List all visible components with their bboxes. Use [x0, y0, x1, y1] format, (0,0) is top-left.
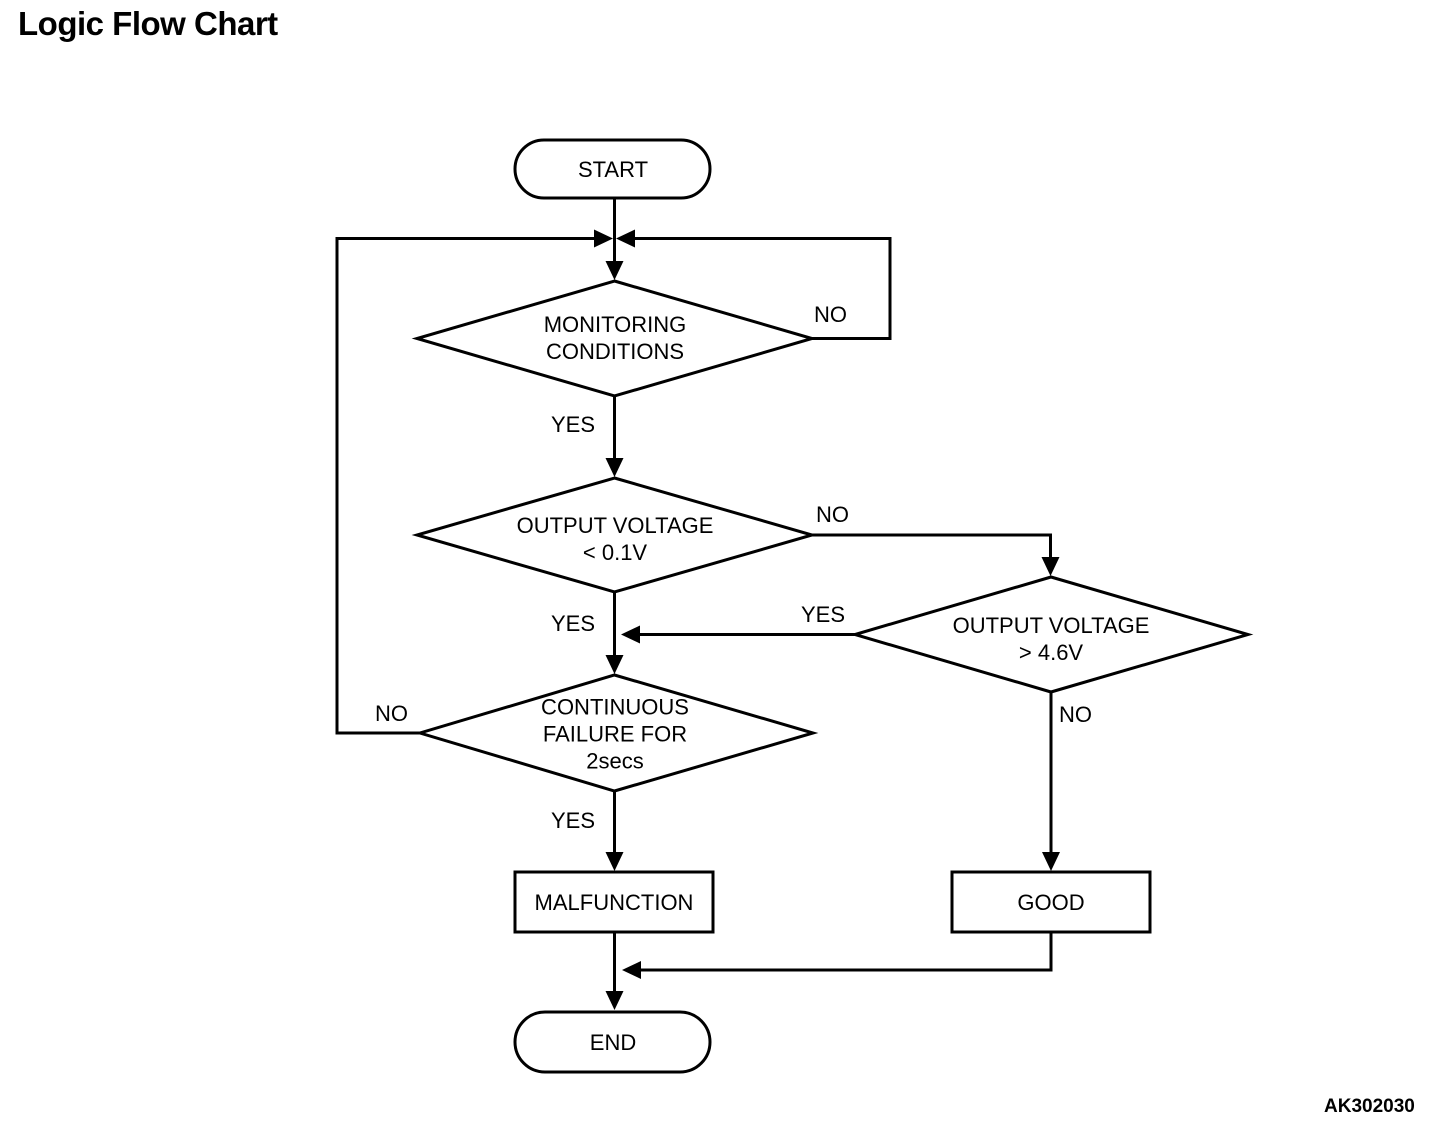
arrowhead-right-icon	[594, 229, 613, 248]
continuous-failure-line-3: 2secs	[586, 748, 644, 774]
edge-continuous-failure-yes	[605, 791, 624, 871]
output-voltage-low-line-1: OUTPUT VOLTAGE	[516, 513, 714, 538]
edge-label-continuous-failure-no: NO	[375, 701, 408, 726]
edge-voltage-low-yes	[605, 592, 624, 674]
arrowhead-down-icon	[605, 458, 624, 477]
edge-good-to-end-merge	[622, 932, 1053, 979]
continuous-failure-diamond-shape	[414, 673, 819, 793]
edge-label-voltage-high-no: NO	[1059, 702, 1092, 727]
edge-label-monitoring-yes: YES	[551, 412, 596, 437]
end-node-label: END	[589, 1030, 637, 1055]
edge-monitoring-yes	[605, 396, 624, 477]
output-voltage-low-line-2: < 0.1V	[582, 540, 648, 565]
start-terminator-shape	[513, 138, 712, 200]
output-voltage-high-node-label: OUTPUT VOLTAGE > 4.6V	[953, 612, 1150, 666]
arrowhead-down-icon	[1041, 557, 1060, 576]
arrowhead-down-icon	[605, 655, 624, 674]
arrowhead-down-icon	[605, 852, 624, 871]
edge-voltage-high-no	[1042, 692, 1060, 871]
malfunction-node-label: MALFUNCTION	[534, 890, 694, 915]
start-node-label: START	[577, 157, 649, 182]
output-voltage-low-diamond-shape	[411, 476, 818, 594]
edge-label-continuous-failure-yes: YES	[551, 808, 596, 833]
output-voltage-high-line-2: > 4.6V	[1018, 640, 1084, 665]
arrowhead-down-icon	[1042, 852, 1060, 871]
edge-voltage-low-no	[812, 533, 1060, 576]
arrowhead-left-icon	[622, 961, 641, 979]
malfunction-process-shape	[513, 870, 715, 934]
continuous-failure-line-1: CONTINUOUS	[541, 694, 689, 720]
continuous-failure-node-label: CONTINUOUS FAILURE FOR 2secs	[541, 694, 689, 775]
edge-start-to-monitoring	[605, 198, 624, 280]
monitoring-conditions-line-1: MONITORING	[543, 312, 687, 337]
figure-code: AK302030	[1324, 1096, 1415, 1117]
arrowhead-down-icon	[605, 261, 624, 280]
end-terminator-shape	[513, 1010, 712, 1074]
output-voltage-high-diamond-shape	[849, 575, 1254, 694]
arrowhead-down-icon	[605, 991, 624, 1010]
good-node-label: GOOD	[1017, 890, 1085, 915]
edge-voltage-high-yes	[621, 625, 855, 644]
arrowhead-left-icon	[621, 625, 640, 644]
edge-label-voltage-high-yes: YES	[801, 602, 846, 627]
edge-label-voltage-low-no: NO	[816, 502, 849, 527]
edge-continuous-failure-no-loop	[335, 229, 613, 735]
arrowhead-left-icon	[616, 229, 635, 248]
edge-monitoring-no-loop	[616, 229, 892, 340]
edge-label-monitoring-no: NO	[814, 302, 847, 327]
edge-malfunction-to-end	[605, 932, 624, 1010]
page-title: Logic Flow Chart	[18, 5, 278, 42]
output-voltage-high-line-1: OUTPUT VOLTAGE	[952, 613, 1150, 638]
monitoring-conditions-diamond-shape	[411, 279, 818, 398]
continuous-failure-line-2: FAILURE FOR	[542, 721, 688, 747]
monitoring-conditions-line-2: CONDITIONS	[545, 339, 685, 364]
good-process-shape	[950, 870, 1152, 934]
output-voltage-low-node-label: OUTPUT VOLTAGE < 0.1V	[517, 512, 714, 566]
monitoring-conditions-node-label: MONITORING CONDITIONS	[544, 311, 687, 365]
edge-label-voltage-low-yes: YES	[551, 611, 596, 636]
